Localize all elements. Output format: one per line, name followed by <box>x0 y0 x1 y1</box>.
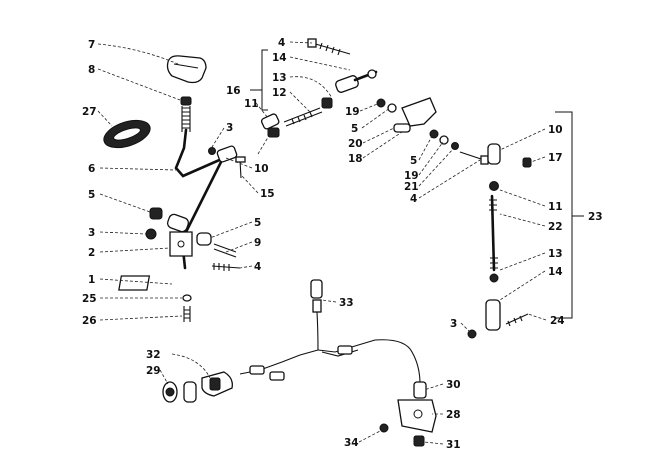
callout-4: 4 <box>410 193 417 205</box>
callout-5: 5 <box>410 155 417 167</box>
callout-12: 12 <box>272 87 287 99</box>
callout-4: 4 <box>254 261 261 273</box>
callout-14: 14 <box>272 52 287 64</box>
callout-3: 3 <box>88 227 95 239</box>
callout-1: 1 <box>88 274 95 286</box>
callout-11: 11 <box>548 201 563 213</box>
callout-28: 28 <box>446 409 461 421</box>
callout-6: 6 <box>88 163 95 175</box>
callout-31: 31 <box>446 439 461 451</box>
callout-10: 10 <box>548 124 563 136</box>
callout-2: 2 <box>88 247 95 259</box>
leader-lines <box>97 41 547 445</box>
part-callouts: 7 8 27 6 5 3 2 1 25 26 3 10 15 5 9 4 16 … <box>82 37 603 451</box>
callout-24: 24 <box>550 315 565 327</box>
callout-19: 19 <box>345 106 360 118</box>
drawing-shift-lever <box>103 55 246 322</box>
callout-21: 21 <box>404 181 419 193</box>
callout-25: 25 <box>82 293 97 305</box>
callout-33: 33 <box>339 297 354 309</box>
callout-5: 5 <box>88 189 95 201</box>
callout-16: 16 <box>226 85 241 97</box>
callout-8: 8 <box>88 64 95 76</box>
callout-30: 30 <box>446 379 461 391</box>
callout-29: 29 <box>146 365 161 377</box>
callout-15: 15 <box>260 188 275 200</box>
callout-14: 14 <box>548 266 563 278</box>
callout-11: 11 <box>244 98 259 110</box>
callout-22: 22 <box>548 221 563 233</box>
group-brackets <box>250 49 584 319</box>
callout-5: 5 <box>351 123 358 135</box>
callout-10: 10 <box>254 163 269 175</box>
callout-13: 13 <box>272 72 287 84</box>
callout-7: 7 <box>88 39 95 51</box>
callout-32: 32 <box>146 349 161 361</box>
callout-19: 19 <box>404 170 419 182</box>
drawing-linkage-rod <box>260 38 532 339</box>
drawing-reverse-switch <box>162 279 437 447</box>
callout-17: 17 <box>548 152 563 164</box>
callout-20: 20 <box>348 138 363 150</box>
callout-4: 4 <box>278 37 285 49</box>
callout-13: 13 <box>548 248 563 260</box>
callout-18: 18 <box>348 153 363 165</box>
callout-23: 23 <box>588 211 603 223</box>
callout-5: 5 <box>254 217 261 229</box>
callout-34: 34 <box>344 437 359 449</box>
callout-3: 3 <box>226 122 233 134</box>
callout-27: 27 <box>82 106 97 118</box>
callout-9: 9 <box>254 237 261 249</box>
callout-26: 26 <box>82 315 97 327</box>
callout-3: 3 <box>450 318 457 330</box>
